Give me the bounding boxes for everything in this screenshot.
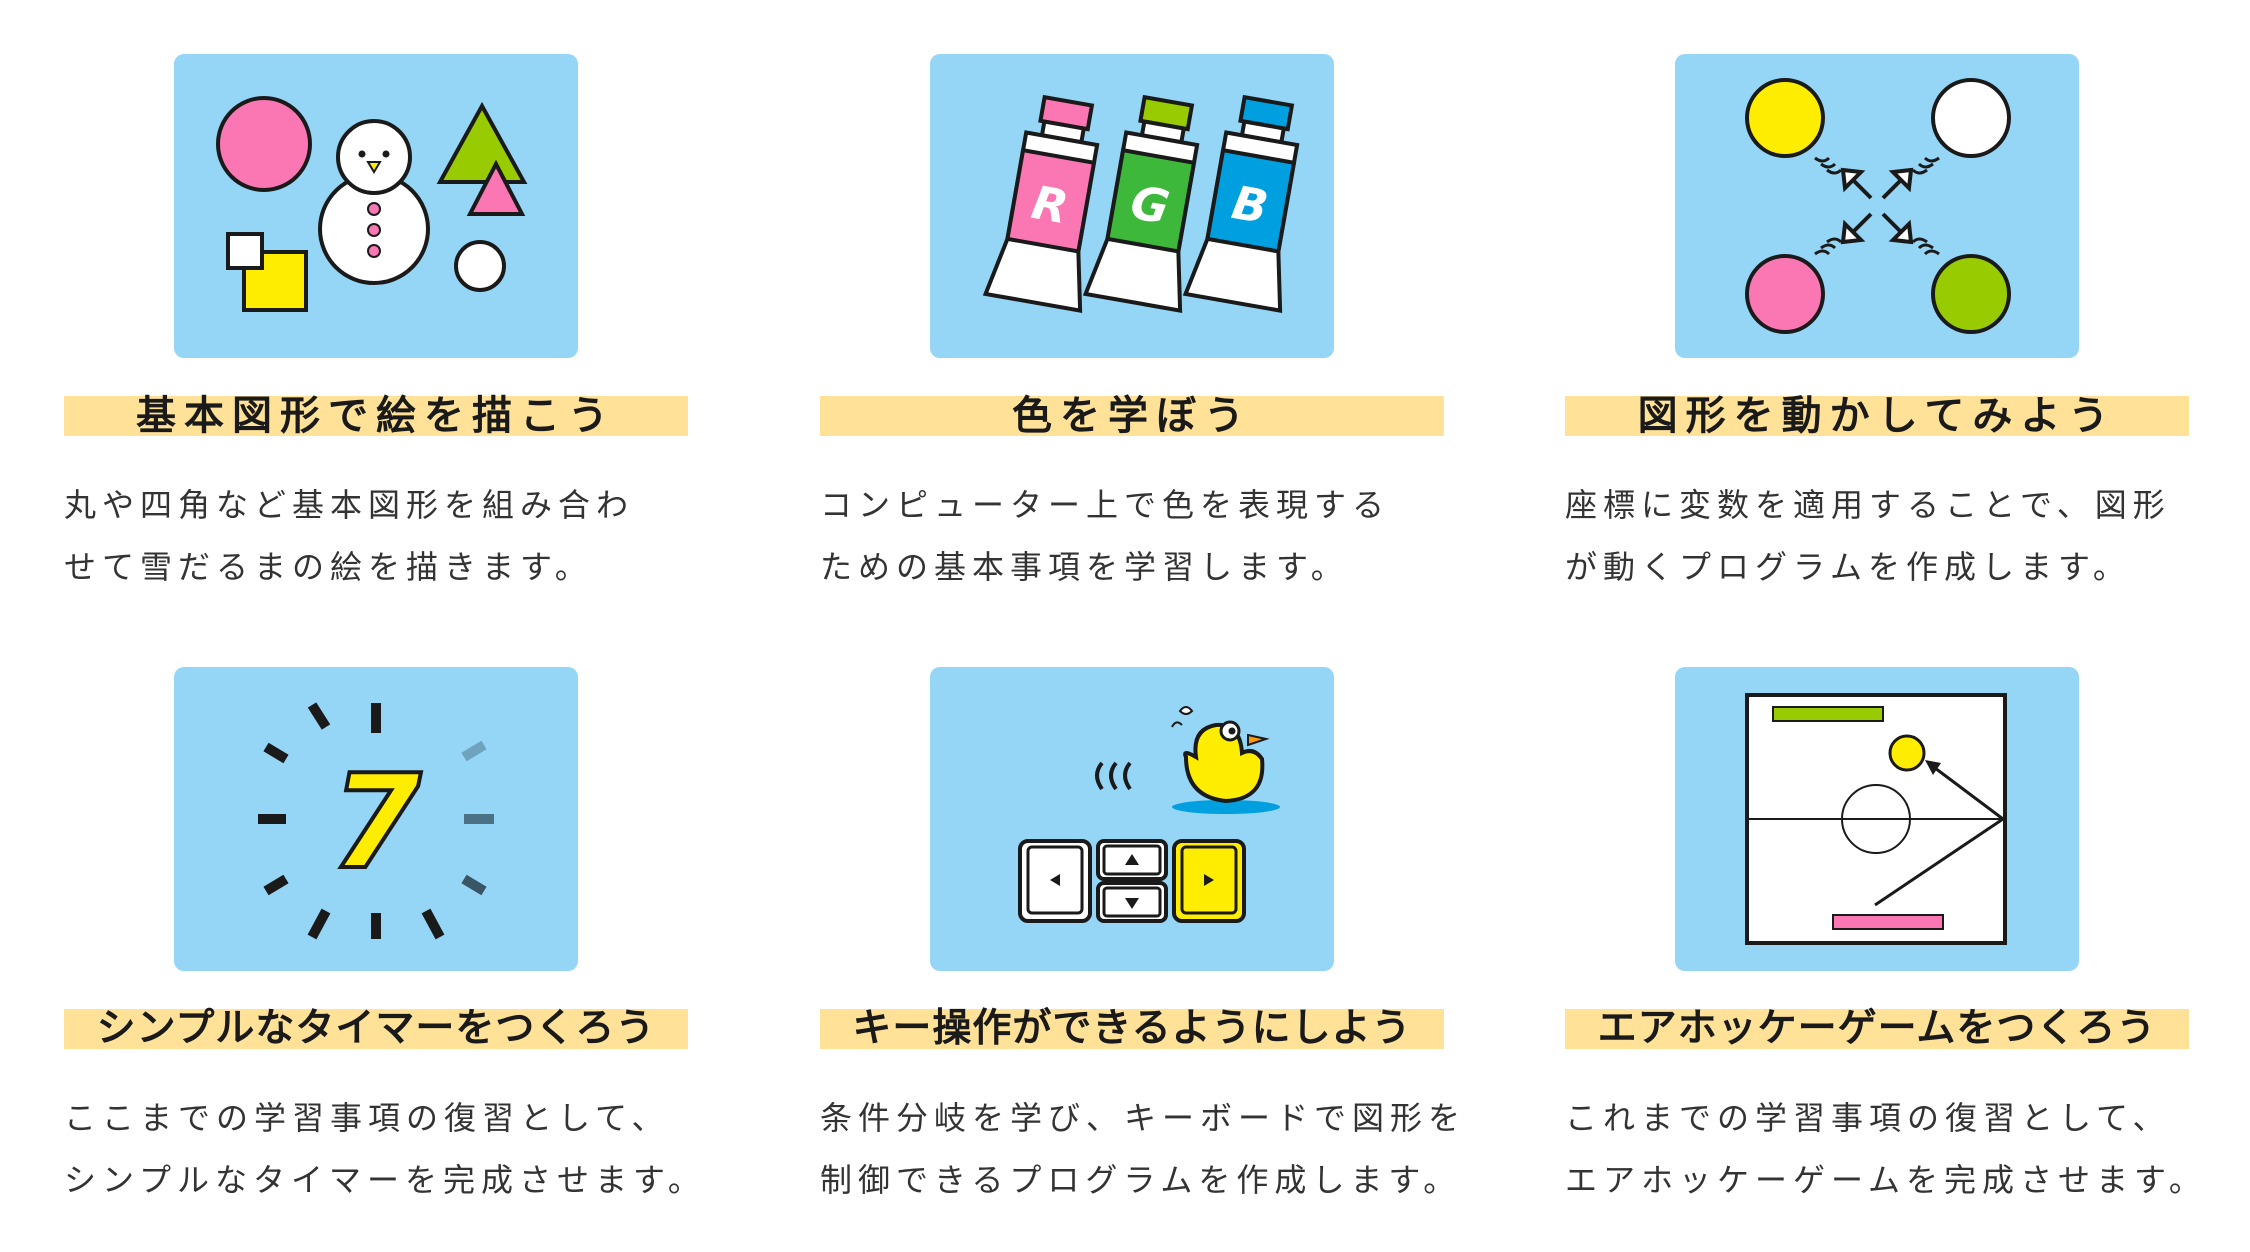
description-line: ための基本事項を学習します。 (820, 548, 1349, 586)
lesson-description: 条件分岐を学び、キーボードで図形を 制御できるプログラムを作成します。 (820, 1087, 1470, 1211)
description-line: が動くプログラムを作成します。 (1565, 548, 2131, 586)
lesson-description: 丸や四角など基本図形を組み合わ せて雪だるまの絵を描きます。 (64, 474, 714, 598)
description-line: エアホッケーゲームを完成させます。 (1565, 1161, 2207, 1199)
air-hockey-illustration (1675, 667, 2079, 971)
lesson-description: コンピューター上で色を表現する ための基本事項を学習します。 (820, 474, 1470, 598)
tube-label-g: G (1127, 175, 1174, 235)
description-line: これまでの学習事項の復習として、 (1565, 1099, 2171, 1137)
description-line: 丸や四角など基本図形を組み合わ (64, 486, 635, 524)
lesson-description: 座標に変数を適用することで、図形 が動くプログラムを作成します。 (1565, 474, 2215, 598)
timer-digit: 7 (331, 746, 422, 898)
timer-illustration: 7 (174, 667, 578, 971)
lesson-title: 基本図形で絵を描こう (64, 396, 688, 436)
description-line: シンプルなタイマーを完成させます。 (64, 1161, 706, 1199)
description-line: 条件分岐を学び、キーボードで図形を (820, 1099, 1467, 1137)
lesson-description: これまでの学習事項の復習として、 エアホッケーゲームを完成させます。 (1565, 1087, 2215, 1211)
description-line: コンピューター上で色を表現する (820, 486, 1391, 524)
moving-circles-illustration (1675, 54, 2079, 358)
description-line: せて雪だるまの絵を描きます。 (64, 548, 593, 586)
lesson-title: シンプルなタイマーをつくろう (64, 1009, 688, 1049)
description-line: 座標に変数を適用することで、図形 (1565, 486, 2171, 524)
lesson-title: 色を学ぼう (820, 396, 1444, 436)
lesson-title: 図形を動かしてみよう (1565, 396, 2189, 436)
lesson-description: ここまでの学習事項の復習として、 シンプルなタイマーを完成させます。 (64, 1087, 714, 1211)
description-line: ここまでの学習事項の復習として、 (64, 1099, 670, 1137)
rgb-tubes-illustration: R G B (930, 54, 1334, 358)
snowman-shapes-illustration (174, 54, 578, 358)
chick-keys-illustration (930, 667, 1334, 971)
description-line: 制御できるプログラムを作成します。 (820, 1161, 1462, 1199)
lesson-title: キー操作ができるようにしよう (820, 1009, 1444, 1049)
lesson-title: エアホッケーゲームをつくろう (1565, 1009, 2189, 1049)
